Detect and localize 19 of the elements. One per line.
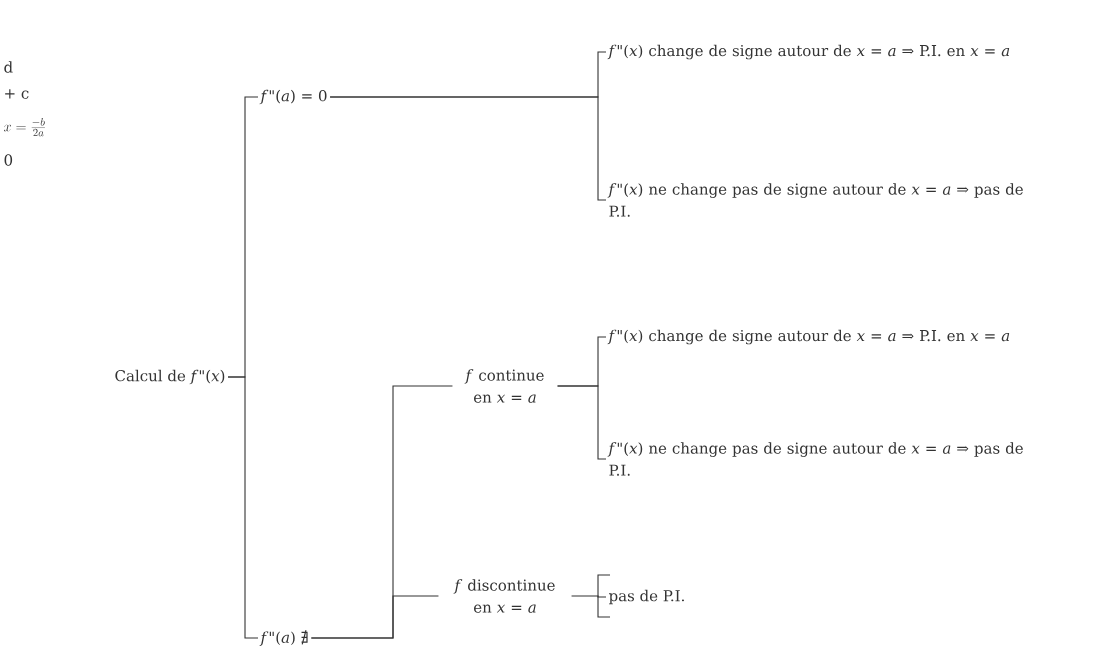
formula-fragment: $x = \frac{-b}{2a}$ bbox=[3, 117, 45, 137]
statement-text: Calcul de f"(x) bbox=[115, 369, 225, 385]
statement-text: f"(a) ∄ bbox=[259, 630, 308, 646]
tree-connector bbox=[557, 385, 607, 460]
tree-connector bbox=[227, 376, 259, 639]
statement-text: f"(x) ne change pas de signe autour de x = a ⇒ pas de P.I. bbox=[607, 183, 1023, 217]
tree-connector bbox=[310, 595, 439, 639]
tree-connector bbox=[571, 595, 607, 598]
statement-text: f continue en x = a bbox=[464, 369, 544, 403]
statement-text: f"(x) change de signe autour de x = a ⇒ P.I. en x = a bbox=[607, 44, 1010, 60]
statement-text: f"(a) = 0 bbox=[259, 89, 327, 105]
statement-text: f"(x) ne change pas de signe autour de x = a ⇒ pas de P.I. bbox=[607, 442, 1023, 476]
tree-connector bbox=[329, 96, 607, 201]
statement-text: pas de P.I. bbox=[609, 589, 684, 605]
statement-text: f discontinue en x = a bbox=[453, 579, 555, 613]
text-fragment: 0 bbox=[4, 154, 13, 166]
statement-text: f"(x) change de signe autour de x = a ⇒ P.I. en x = a bbox=[607, 329, 1010, 345]
text-fragment: + c bbox=[5, 89, 29, 99]
text-fragment: d bbox=[4, 61, 13, 73]
